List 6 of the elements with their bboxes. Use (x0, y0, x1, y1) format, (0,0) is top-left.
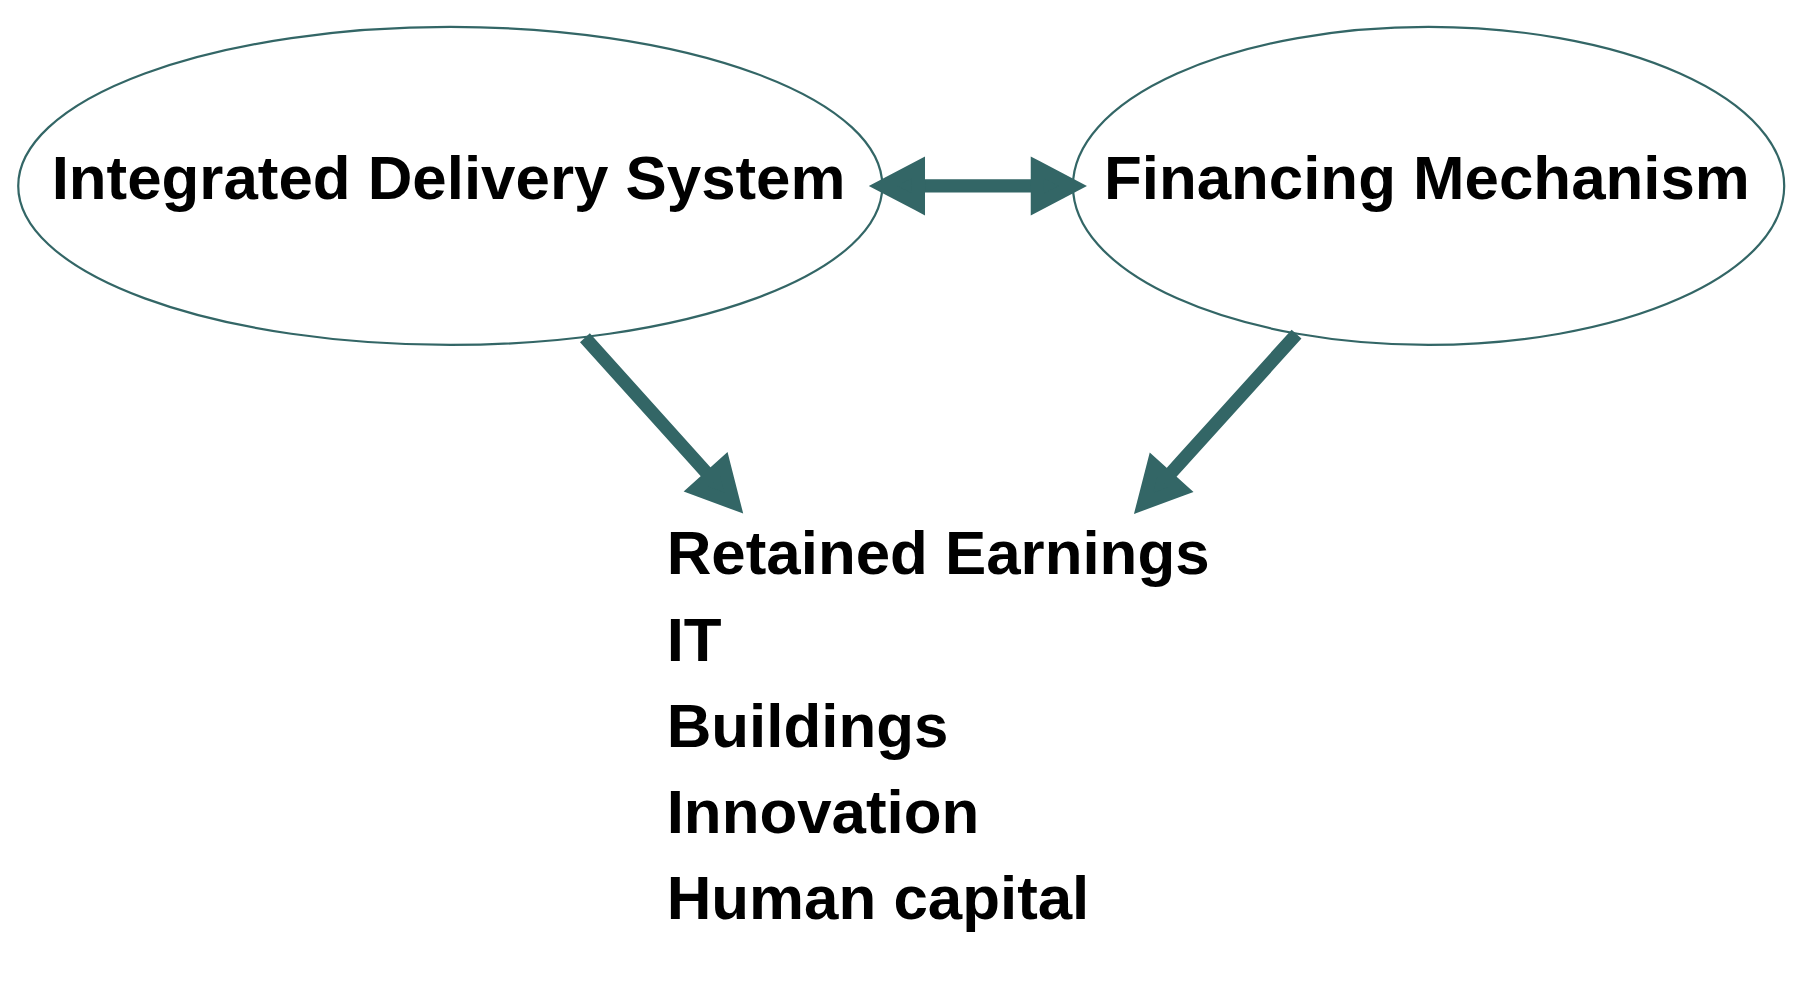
arrow (1133, 329, 1301, 514)
arrow (579, 333, 743, 514)
arrow (868, 156, 1087, 216)
node-ellipse: Financing Mechanism (1071, 25, 1785, 347)
node-ellipse: Integrated Delivery System (16, 25, 883, 347)
node-text: Retained Earnings IT Buildings Innovation Human capital (666, 518, 1210, 932)
